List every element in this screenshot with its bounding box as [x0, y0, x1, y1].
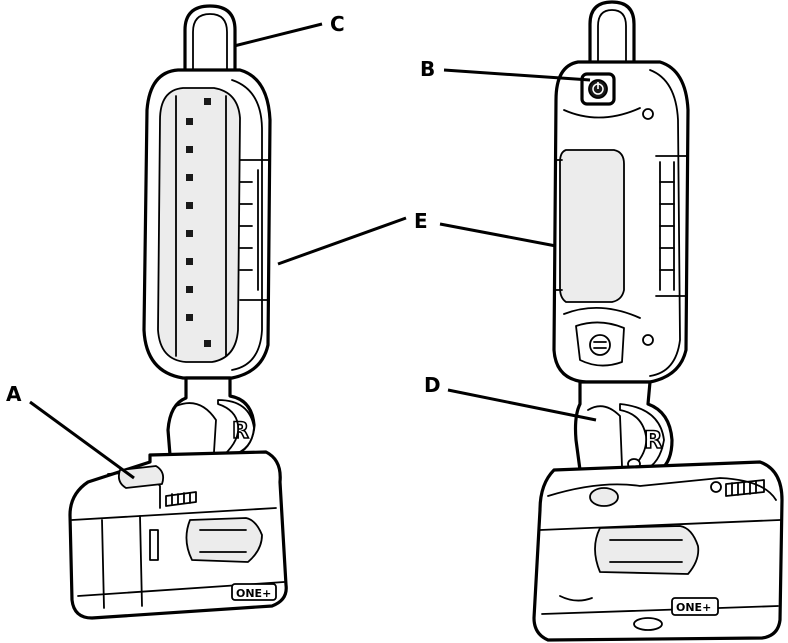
lamp-head-front: [142, 68, 272, 380]
brand-logo: R: [232, 419, 249, 444]
led-icon: [186, 314, 193, 321]
mode-button: [575, 321, 625, 367]
led-icon: [186, 174, 193, 181]
led-icon: [186, 230, 193, 237]
one-plus-badge-text: ONE+: [236, 587, 271, 600]
mode-icon: [593, 341, 607, 349]
brand-logo: R: [644, 426, 662, 454]
front-view-light: R ONE+: [68, 4, 288, 620]
led-array: [186, 98, 253, 347]
callout-label-a: A: [6, 382, 22, 406]
led-icon: [186, 258, 193, 265]
swivel-joint-icon: R: [166, 376, 256, 457]
one-plus-badge: [231, 583, 277, 601]
led-icon: [186, 118, 193, 125]
screw-icon: [642, 334, 654, 346]
battery-base-front: ONE+: [68, 450, 288, 620]
callout-label-d: D: [424, 373, 441, 397]
callout-d: D: [424, 373, 597, 422]
one-plus-badge-text: ONE+: [676, 601, 711, 614]
battery-base-back: ONE+: [532, 460, 784, 642]
led-icon: [204, 98, 211, 105]
callout-e: E: [277, 209, 557, 266]
back-view-light: R ONE+: [532, 0, 784, 642]
callout-label-c: C: [330, 12, 345, 36]
led-icon: [186, 286, 193, 293]
callout-label-e: E: [414, 209, 428, 233]
callout-a: A: [6, 382, 135, 480]
callout-label-b: B: [420, 57, 435, 81]
led-icon: [186, 202, 193, 209]
lamp-head-back: [552, 60, 690, 384]
led-icon: [204, 340, 211, 347]
hook-icon: [183, 4, 237, 82]
callout-b: B: [420, 57, 591, 82]
power-button: [580, 72, 616, 106]
screw-icon: [642, 108, 654, 120]
swivel-joint-icon: R: [573, 380, 674, 472]
callout-c: C: [233, 12, 345, 48]
hook-icon: [588, 0, 636, 66]
led-icon: [186, 146, 193, 153]
one-plus-badge: [671, 597, 719, 616]
